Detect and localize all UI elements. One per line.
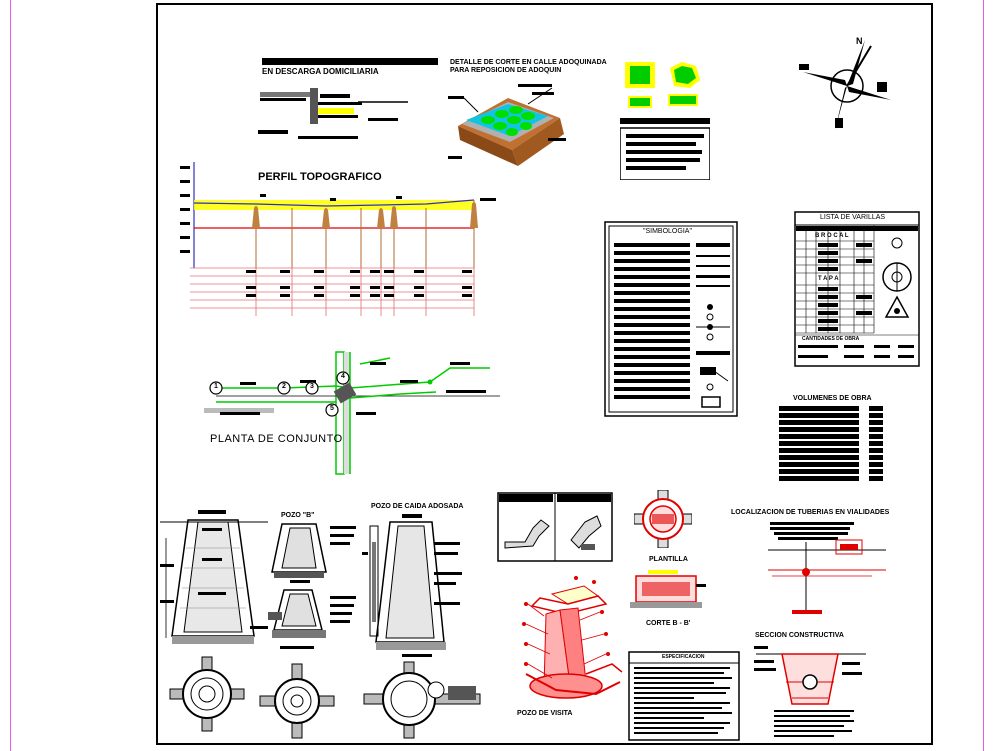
descarga-title: EN DESCARGA DOMICILIARIA <box>262 67 379 76</box>
drawing-sheet-border <box>156 3 933 745</box>
detalle-corte-title-2: PARA REPOSICION DE ADOQUIN <box>450 67 562 74</box>
right-guide-line <box>983 0 984 751</box>
pozo-b-title: POZO "B" <box>281 512 315 519</box>
plan-node-2: 2 <box>282 383 286 390</box>
detalle-corte-title-1: DETALLE DE CORTE EN CALLE ADOQUINADA <box>450 59 607 66</box>
corte-bb-title: CORTE B - B' <box>646 620 691 627</box>
plantilla-title: PLANTILLA <box>649 556 688 563</box>
tapa-header: T A P A <box>818 276 839 282</box>
pozo-caida-title: POZO DE CAIDA ADOSADA <box>371 503 464 510</box>
especificacion-title: ESPECIFICACION <box>662 654 705 660</box>
plan-node-3: 3 <box>310 383 314 390</box>
plan-node-5: 5 <box>330 405 334 412</box>
north-letter: N <box>856 36 863 46</box>
plan-node-4: 4 <box>341 373 345 380</box>
brocal-header: B R O C A L <box>815 233 849 239</box>
pozo-visita-title: POZO DE VISITA <box>517 710 573 717</box>
lista-varillas-title: LISTA DE VARILLAS <box>820 214 886 221</box>
perfil-title: PERFIL TOPOGRAFICO <box>258 171 382 183</box>
planta-conjunto-title: PLANTA DE CONJUNTO <box>210 433 343 445</box>
localizacion-title: LOCALIZACION DE TUBERIAS EN VIALIDADES <box>731 509 890 516</box>
simbologia-title: "SIMBOLOGIA" <box>643 228 692 235</box>
cantidades-header: CANTIDADES DE OBRA <box>802 336 860 342</box>
volumenes-title: VOLUMENES DE OBRA <box>793 395 872 402</box>
seccion-title: SECCION CONSTRUCTIVA <box>755 632 844 639</box>
left-guide-line <box>10 0 11 751</box>
plan-node-1: 1 <box>214 383 218 390</box>
